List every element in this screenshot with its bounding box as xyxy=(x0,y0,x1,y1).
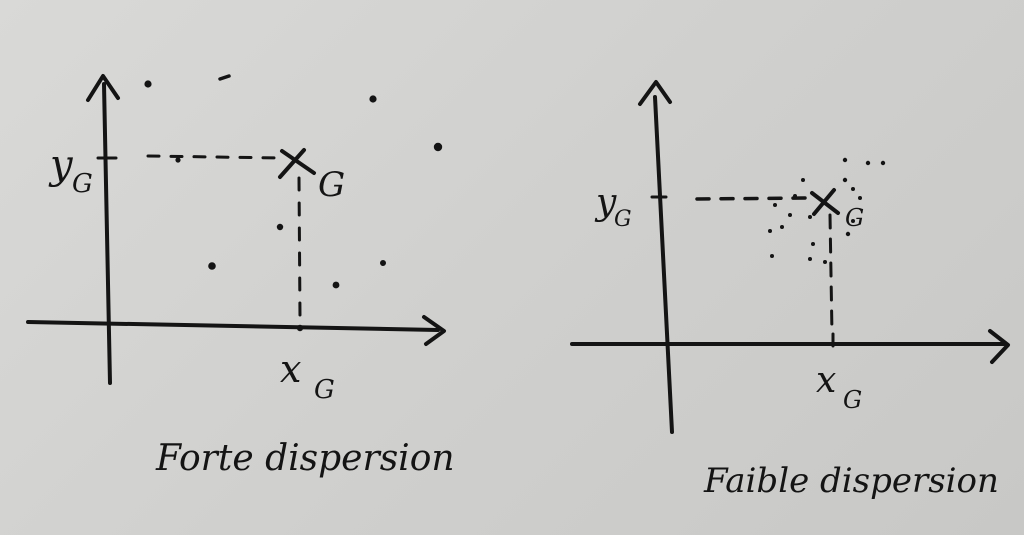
left-y-label: y xyxy=(48,142,74,188)
left-point xyxy=(144,80,152,88)
right-horizontal-dashed xyxy=(695,196,812,201)
right-mean-point-label: G xyxy=(845,204,864,232)
right-point xyxy=(865,160,871,166)
left-y-arrowhead xyxy=(86,74,120,102)
right-y-label-subscript: G xyxy=(614,207,632,232)
left-mean-cross xyxy=(278,148,316,179)
left-x-axis xyxy=(26,320,440,332)
right-diagram: y G G x G Faible dispersion xyxy=(570,80,1010,501)
left-point xyxy=(276,223,284,231)
left-point xyxy=(332,281,340,289)
right-point xyxy=(880,160,886,166)
right-point xyxy=(808,215,812,219)
right-point xyxy=(823,260,827,264)
right-x-label: x xyxy=(816,360,836,401)
right-point xyxy=(858,196,862,200)
right-point xyxy=(793,194,797,198)
left-x-label-subscript: G xyxy=(314,375,335,405)
right-y-label: y xyxy=(594,182,617,223)
left-x-tick xyxy=(296,324,304,332)
right-y-axis xyxy=(653,95,674,434)
right-point xyxy=(845,231,851,237)
left-diagram: y G G x G Forte dispersion xyxy=(26,74,455,479)
right-x-label-subscript: G xyxy=(843,386,862,414)
left-x-label: x xyxy=(280,347,301,391)
right-caption: Faible dispersion xyxy=(703,461,999,501)
left-caption: Forte dispersion xyxy=(155,438,455,479)
left-point xyxy=(175,157,181,163)
left-point xyxy=(380,260,386,266)
left-y-axis xyxy=(102,82,112,385)
left-mean-point-label: G xyxy=(318,165,345,205)
right-point xyxy=(851,219,855,223)
right-point xyxy=(808,257,812,261)
right-point xyxy=(768,229,772,233)
left-vertical-dashed xyxy=(297,176,302,320)
left-scatter-points xyxy=(144,74,443,289)
left-point xyxy=(433,142,443,152)
right-mean-cross xyxy=(810,188,840,216)
right-point xyxy=(851,187,855,191)
right-y-arrowhead xyxy=(638,80,672,106)
right-point xyxy=(842,177,848,183)
right-point xyxy=(811,242,815,246)
right-point xyxy=(780,225,784,229)
left-horizontal-dashed xyxy=(146,154,284,160)
left-point xyxy=(208,262,216,270)
right-point xyxy=(801,178,805,182)
left-y-label-subscript: G xyxy=(72,169,93,199)
right-point xyxy=(770,254,774,258)
right-point xyxy=(773,203,777,207)
right-scatter-points xyxy=(768,157,886,264)
left-x-arrowhead xyxy=(422,315,446,346)
right-point xyxy=(788,213,792,217)
right-point xyxy=(842,157,848,163)
left-point xyxy=(369,95,377,103)
right-x-arrowhead xyxy=(988,329,1010,364)
left-point xyxy=(218,74,231,81)
right-vertical-dashed xyxy=(828,213,834,336)
